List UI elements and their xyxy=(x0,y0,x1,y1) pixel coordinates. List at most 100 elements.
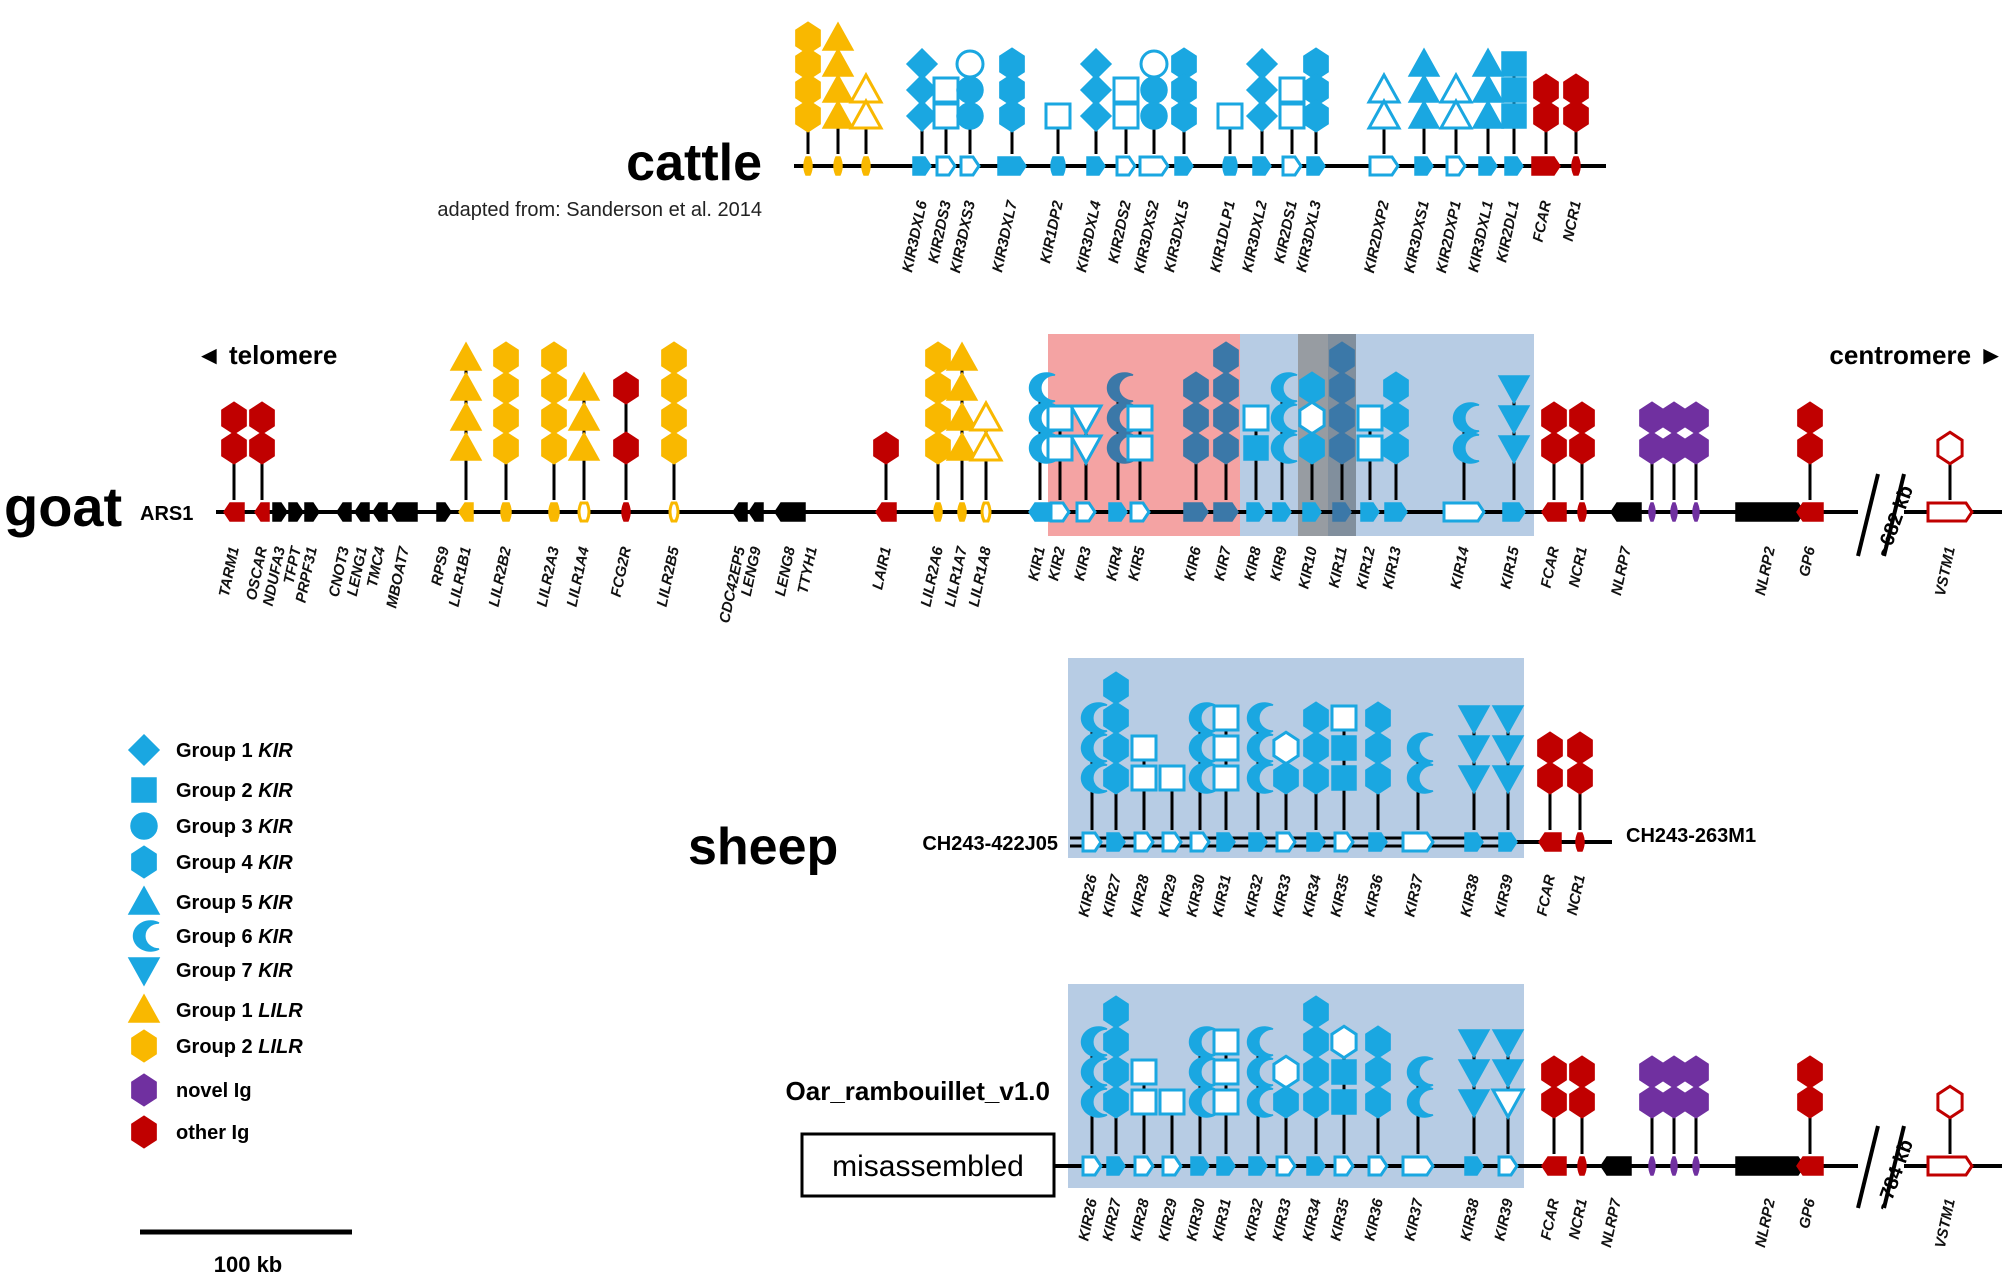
gene-label: KIR2DXP1 xyxy=(1433,199,1465,274)
gene-label: KIR27 xyxy=(1099,1197,1125,1243)
sheep-left-clone: CH243-422J05 xyxy=(922,833,1058,855)
gene-arrow xyxy=(1648,502,1656,522)
hexagon-icon xyxy=(1797,401,1823,435)
gene-arrow xyxy=(1384,502,1408,522)
gene-arrow xyxy=(1692,502,1700,522)
hexagon-icon xyxy=(1683,1055,1709,1089)
gene-label: KIR14 xyxy=(1447,545,1473,591)
hexagon-icon xyxy=(1273,761,1299,795)
gene-arrow xyxy=(1115,155,1137,177)
hexagon-icon xyxy=(1383,431,1409,465)
hexagon-icon xyxy=(1797,1055,1823,1089)
gene-arrow xyxy=(548,502,560,522)
gene-arrow xyxy=(1106,1156,1126,1176)
hexagon-icon xyxy=(613,431,639,465)
triangle-down-icon xyxy=(1497,435,1531,465)
gene-arrow xyxy=(1028,502,1052,522)
triangle-up-icon xyxy=(127,993,161,1023)
rambouillet-assembly-label: Oar_rambouillet_v1.0 xyxy=(786,1076,1050,1106)
gene-label: KIR3DXL2 xyxy=(1239,199,1271,274)
gene-label: KIR39 xyxy=(1491,1197,1517,1243)
gene-arrow xyxy=(912,156,932,176)
hexagon-icon xyxy=(873,431,899,465)
gene-arrow xyxy=(980,501,992,523)
hexagon-icon xyxy=(1661,431,1687,465)
gene-arrow xyxy=(354,502,370,522)
gene-arrow xyxy=(1577,1156,1587,1176)
gene-arrow xyxy=(223,502,245,522)
square-icon xyxy=(1158,764,1186,792)
gene-arrow xyxy=(458,502,474,522)
square-icon xyxy=(1501,103,1527,129)
gene-label: KIR35 xyxy=(1327,873,1353,919)
gene-label: KIR38 xyxy=(1457,873,1483,919)
gene-label: KIR28 xyxy=(1127,873,1153,919)
square-icon xyxy=(1046,404,1074,432)
gene-label: KIR29 xyxy=(1155,873,1181,919)
square-icon xyxy=(1331,765,1357,791)
square-icon xyxy=(1158,1088,1186,1116)
crescent-icon xyxy=(1080,1086,1108,1118)
gene-arrow xyxy=(1086,156,1106,176)
hexagon-icon xyxy=(1569,431,1595,465)
hexagon-icon xyxy=(493,431,519,465)
triangle-up-icon xyxy=(848,97,884,130)
gene-arrow xyxy=(774,502,806,522)
gene-label: LILR2B2 xyxy=(486,545,515,609)
gene-arrow xyxy=(1368,832,1388,852)
hexagon-icon xyxy=(1661,401,1687,435)
hexagon-icon xyxy=(1383,401,1409,435)
triangle-up-icon xyxy=(968,399,1004,432)
hexagon-icon xyxy=(1103,1055,1129,1089)
gene-arrow xyxy=(621,502,631,522)
legend-label: Group 1 LILR xyxy=(176,1000,303,1022)
gene-label: KIR30 xyxy=(1183,1197,1209,1243)
triangle-up-icon xyxy=(968,429,1004,462)
triangle-up-icon xyxy=(945,371,979,401)
gene-label: GP6 xyxy=(1796,545,1819,579)
hexagon-icon xyxy=(1272,730,1300,766)
hexagon-icon xyxy=(1533,99,1559,133)
gene-label: KIR32 xyxy=(1241,1197,1267,1243)
hexagon-icon xyxy=(1213,371,1239,405)
gene-label: LILR1A4 xyxy=(564,545,593,609)
gene-label: KIR28 xyxy=(1127,1197,1153,1243)
triangle-up-icon xyxy=(449,431,483,461)
legend-label-prefix: Group 2 xyxy=(176,780,258,802)
gene-arrow xyxy=(1692,1156,1700,1176)
gene-arrow xyxy=(933,502,943,522)
diamond-icon xyxy=(127,733,161,767)
legend-label-prefix: Group 5 xyxy=(176,892,258,914)
hexagon-icon xyxy=(541,371,567,405)
hexagon-icon xyxy=(1936,1084,1964,1120)
hexagon-icon xyxy=(1303,761,1329,795)
square-icon xyxy=(932,76,960,104)
gene-label: KIR12 xyxy=(1353,545,1379,591)
hexagon-icon xyxy=(1541,1085,1567,1119)
gene-label: KIR31 xyxy=(1209,873,1234,918)
gene-arrow xyxy=(1498,832,1518,852)
gene-arrow xyxy=(1648,1156,1656,1176)
gene-label: KIR38 xyxy=(1457,1197,1483,1243)
gene-arrow xyxy=(1670,502,1678,522)
triangle-up-icon xyxy=(449,401,483,431)
legend-label-suffix: KIR xyxy=(258,960,293,982)
hexagon-icon xyxy=(1183,371,1209,405)
gene-arrow xyxy=(1332,502,1352,522)
gene-label: KIR11 xyxy=(1326,545,1351,589)
gene-arrow xyxy=(1306,156,1326,176)
gene-arrows xyxy=(223,155,1974,1177)
triangle-down-icon xyxy=(1491,1029,1525,1059)
triangle-down-icon xyxy=(1068,434,1104,467)
misassembled-label: misassembled xyxy=(832,1150,1024,1183)
hexagon-icon xyxy=(925,401,951,435)
triangle-down-icon xyxy=(1457,1059,1491,1089)
hexagon-icon xyxy=(1541,401,1567,435)
gene-arrow xyxy=(577,501,591,523)
gene-label: KIR3DXS2 xyxy=(1131,199,1163,275)
hexagon-icon xyxy=(1683,1085,1709,1119)
gene-label: KIR36 xyxy=(1361,873,1387,919)
hexagon-icon xyxy=(1365,731,1391,765)
triangle-down-icon xyxy=(1457,765,1491,795)
gene-arrow xyxy=(254,502,270,522)
